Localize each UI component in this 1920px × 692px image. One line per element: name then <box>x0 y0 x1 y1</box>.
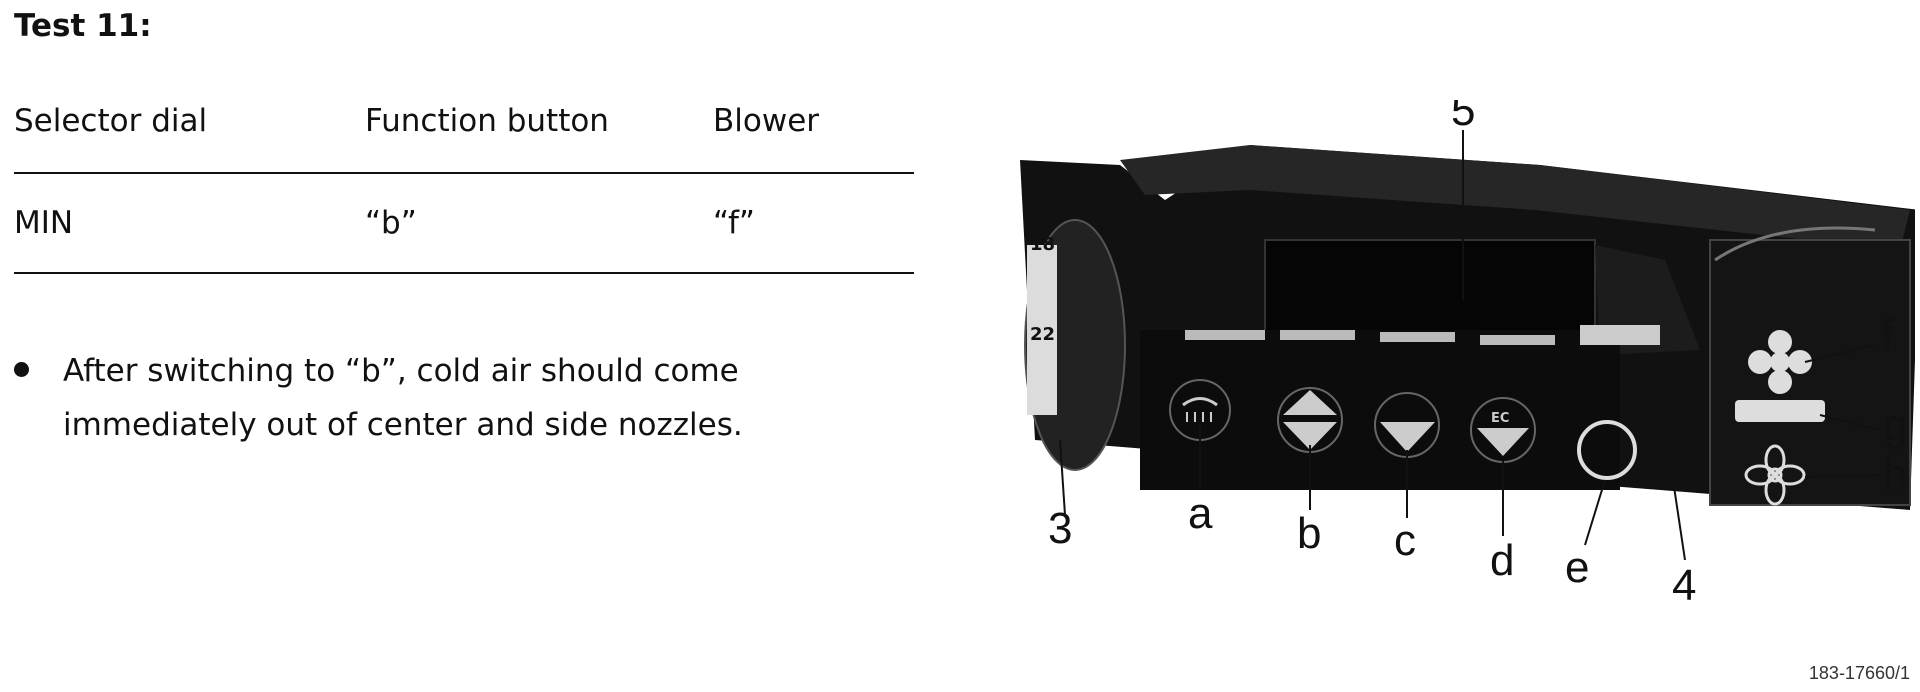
callout-g: g <box>1883 401 1907 450</box>
dial-label-18: 18 <box>1030 234 1055 255</box>
table-row: MIN “b” “f” <box>14 201 914 245</box>
indicator-d <box>1480 335 1555 345</box>
cell-selector-dial: MIN <box>14 205 74 241</box>
instruction-text: After switching to “b”, cold air should … <box>63 353 743 443</box>
control-panel-illustration: 18 22 EC <box>1020 100 1915 610</box>
bullet-dot <box>14 362 29 377</box>
callout-4: 4 <box>1672 561 1696 610</box>
header-blower: Blower <box>713 103 820 139</box>
indicator-a <box>1185 330 1265 340</box>
indicator-b <box>1280 330 1355 340</box>
table-header-row: Selector dial Function button Blower <box>14 99 914 143</box>
circle-icon <box>1577 420 1637 480</box>
page-title: Test 11: <box>14 8 152 44</box>
indicator-e <box>1580 325 1660 345</box>
callout-b: b <box>1297 509 1321 558</box>
blower-section <box>1709 239 1911 506</box>
table-divider <box>14 172 914 174</box>
control-panel-figure: 18 22 EC <box>1015 100 1915 620</box>
callout-h: h <box>1883 451 1907 500</box>
callout-a: a <box>1188 489 1213 538</box>
button-bar <box>1140 330 1620 490</box>
table-bottom-rule <box>14 272 914 274</box>
header-function-button: Function button <box>365 103 609 139</box>
callout-c: c <box>1394 516 1416 565</box>
ec-badge: EC <box>1491 411 1509 426</box>
figure-reference-number: 183-17660/1 <box>1808 663 1910 683</box>
cell-function-button: “b” <box>365 205 417 241</box>
fan-icon <box>1748 330 1812 394</box>
callout-e: e <box>1565 543 1589 592</box>
dial-scale-strip <box>1027 245 1057 415</box>
leader-lines <box>1059 130 1881 561</box>
callout-d: d <box>1490 536 1514 585</box>
dial-label-22: 22 <box>1030 324 1055 345</box>
callout-3: 3 <box>1048 504 1072 553</box>
panel-top <box>1120 145 1910 250</box>
blower-hood <box>1714 226 1876 262</box>
cell-blower: “f” <box>713 205 755 241</box>
header-selector-dial: Selector dial <box>14 103 208 139</box>
callout-f: f <box>1881 311 1894 360</box>
fan-icon <box>1744 444 1806 506</box>
callout-5: 5 <box>1451 100 1475 135</box>
blower-button-g <box>1735 400 1825 422</box>
indicator-c <box>1380 332 1455 342</box>
